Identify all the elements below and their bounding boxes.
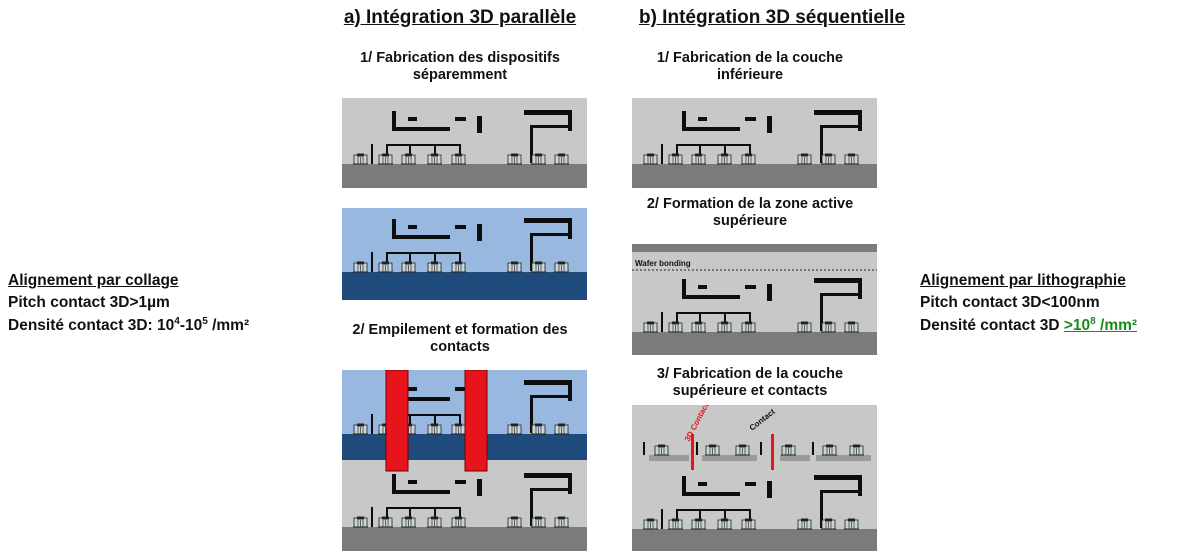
header-sequential: b) Intégration 3D séquentielle: [638, 7, 906, 28]
header-parallel: a) Intégration 3D parallèle: [343, 7, 577, 28]
contact-3d-right: [464, 370, 488, 472]
panel-b3-top-contacts: 3D Contact Contact: [632, 405, 877, 551]
wafer-bonding-label: Wafer bonding: [635, 259, 691, 268]
right-pitch: Pitch contact 3D<100nm: [920, 294, 1100, 312]
panel-a1-devices: [342, 98, 587, 188]
right-density: Densité contact 3D >108 /mm²: [920, 315, 1138, 335]
right-summary: Alignement par lithographie Pitch contac…: [920, 270, 1137, 338]
step-b2-label: 2/ Formation de la zone active supérieur…: [646, 196, 854, 230]
top-active-islands: [643, 442, 871, 461]
contact-3d-left: [385, 370, 409, 472]
panel-b2-wafer-bonding: Wafer bonding: [632, 244, 877, 355]
left-title: Alignement par collage: [8, 272, 179, 289]
step-a2-label: 2/ Empilement et formation des contacts: [352, 322, 568, 356]
panel-a1-blue-wafer: [342, 208, 587, 300]
contact-line: [771, 434, 774, 470]
step-b1-label: 1/ Fabrication de la couche inférieure: [656, 50, 844, 84]
contact-3d-line: [691, 434, 694, 470]
left-pitch: Pitch contact 3D>1µm: [8, 294, 170, 312]
left-density: Densité contact 3D: 104-105 /mm²: [8, 315, 250, 335]
panel-b1-bottom-layer: [632, 98, 877, 188]
step-b3-label: 3/ Fabrication de la couche supérieure e…: [656, 366, 844, 400]
panel-a2-stacked: [342, 370, 587, 551]
step-a1-label: 1/ Fabrication des dispositifs séparemme…: [360, 50, 560, 84]
left-summary: Alignement par collage Pitch contact 3D>…: [8, 270, 249, 338]
right-title: Alignement par lithographie: [920, 272, 1126, 289]
